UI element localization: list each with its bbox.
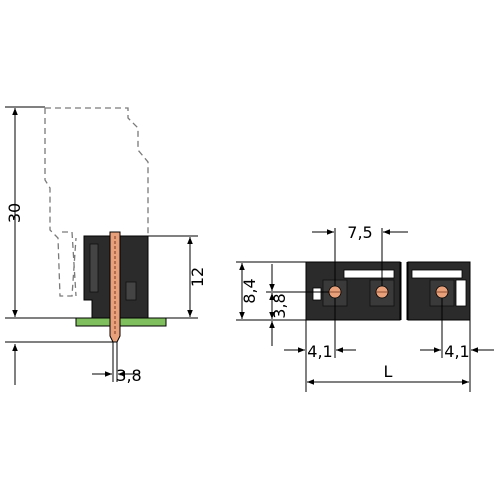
- dim-L-label: L: [384, 362, 393, 381]
- front-latch-window: [455, 279, 467, 307]
- dim-pin-label: 3,8: [116, 366, 141, 385]
- dim-84-label: 8,4: [240, 278, 259, 303]
- dim-pitch-label: 7,5: [347, 223, 372, 242]
- dim-41r-label: 4,1: [444, 342, 469, 361]
- housing-slot: [89, 243, 99, 293]
- dim-30-label: 30: [5, 203, 24, 223]
- dim-41l-label: 4,1: [307, 342, 332, 361]
- housing-recess: [125, 281, 137, 301]
- front-notch-1: [343, 269, 395, 279]
- front-notch-2: [411, 269, 463, 279]
- dim-38-label: 3,8: [270, 293, 289, 318]
- dim-12-label: 12: [188, 267, 207, 287]
- side-view: 30 12 3,8: [5, 106, 207, 385]
- front-key-left: [312, 287, 322, 301]
- pcb-strip: [75, 317, 167, 327]
- front-view: 7,5 8,4 3,8 4,1 4,1 L: [236, 223, 494, 392]
